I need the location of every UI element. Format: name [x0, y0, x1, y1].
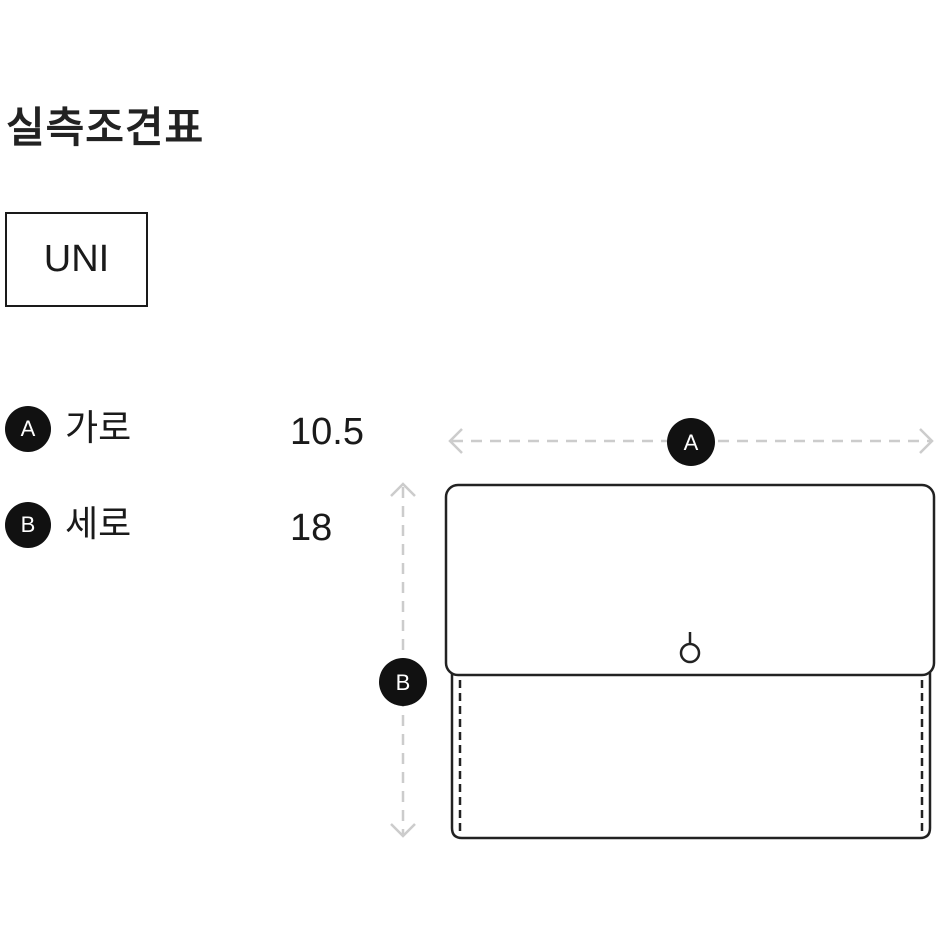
wallet-body — [450, 672, 932, 840]
marker-a-badge: A — [5, 406, 51, 452]
measurement-label-width: 가로 — [65, 408, 132, 449]
diagram-marker-a-label: A — [684, 430, 699, 455]
size-tab-uni[interactable]: UNI — [5, 212, 148, 307]
diagram-marker-a: A — [667, 418, 715, 466]
wallet-flap — [444, 483, 936, 677]
diagram-marker-b: B — [379, 658, 427, 706]
page-title: 실측조견표 — [6, 103, 205, 152]
diagram-marker-b-label: B — [396, 670, 411, 695]
measurement-row-height: B 세로 — [5, 501, 131, 549]
measurement-row-width: A 가로 — [5, 405, 131, 453]
snap-button-icon — [679, 632, 701, 664]
wallet-size-diagram: A B — [379, 418, 936, 840]
measurement-label-height: 세로 — [65, 504, 132, 545]
marker-b-badge: B — [5, 502, 51, 548]
measurement-value-height: 18 — [290, 507, 333, 549]
measurement-value-width: 10.5 — [290, 411, 364, 453]
